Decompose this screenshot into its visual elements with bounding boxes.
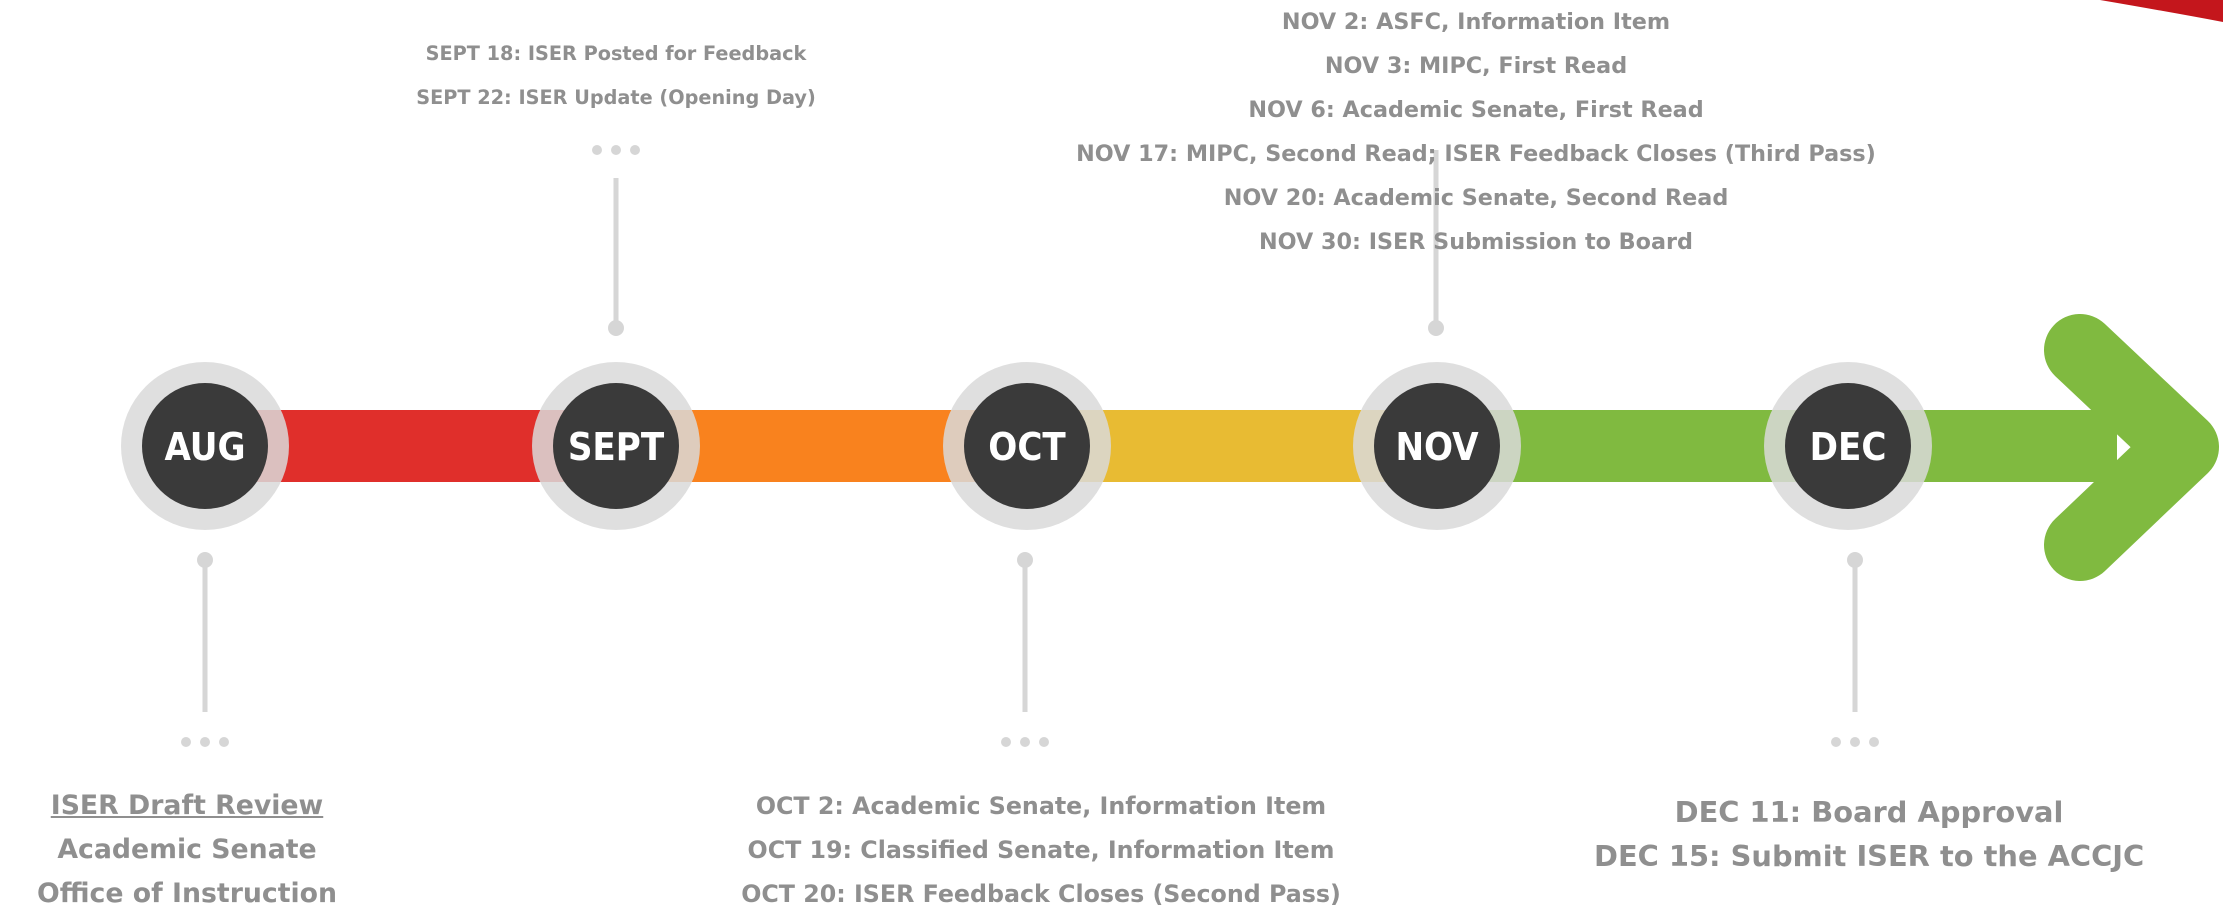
- notes-aug: ISER Draft Review Academic Senate Office…: [37, 784, 337, 916]
- month-label-oct: OCT: [988, 425, 1066, 469]
- notes-oct-line: OCT 20: ISER Feedback Closes (Second Pas…: [741, 880, 1341, 908]
- notes-dec-line: DEC 11: Board Approval: [1674, 795, 2064, 829]
- node-dec: DEC: [1764, 362, 1932, 530]
- connector-nov: [1428, 150, 1444, 336]
- connector-sept: [592, 145, 640, 336]
- connector-dec: [1831, 552, 1879, 747]
- notes-nov-line: NOV 20: Academic Senate, Second Read: [1223, 185, 1729, 211]
- notes-sept-line: SEPT 22: ISER Update (Opening Day): [416, 86, 816, 109]
- notes-aug-title: ISER Draft Review: [50, 790, 324, 821]
- notes-nov-line: NOV 17: MIPC, Second Read; ISER Feedback…: [1076, 141, 1876, 167]
- notes-nov-line: NOV 30: ISER Submission to Board: [1259, 229, 1693, 255]
- node-sept: SEPT: [532, 362, 700, 530]
- notes-sept-line: SEPT 18: ISER Posted for Feedback: [425, 42, 807, 65]
- month-label-dec: DEC: [1810, 425, 1887, 469]
- notes-dec-line: DEC 15: Submit ISER to the ACCJC: [1594, 839, 2145, 873]
- notes-aug-line: Academic Senate: [57, 834, 317, 865]
- node-nov: NOV: [1353, 362, 1521, 530]
- notes-dec: DEC 11: Board Approval DEC 15: Submit IS…: [1594, 790, 2144, 878]
- month-label-aug: AUG: [164, 425, 245, 469]
- month-label-sept: SEPT: [568, 425, 665, 469]
- notes-nov-line: NOV 3: MIPC, First Read: [1324, 53, 1628, 79]
- connector-aug: [181, 552, 229, 747]
- node-oct: OCT: [943, 362, 1111, 530]
- connector-oct: [1001, 552, 1049, 747]
- notes-sept: SEPT 18: ISER Posted for Feedback SEPT 2…: [416, 32, 816, 120]
- notes-aug-line: Office of Instruction: [37, 878, 338, 909]
- notes-nov-line: NOV 6: Academic Senate, First Read: [1248, 97, 1704, 123]
- notes-oct-line: OCT 19: Classified Senate, Information I…: [747, 836, 1335, 864]
- notes-oct: OCT 2: Academic Senate, Information Item…: [741, 784, 1341, 916]
- notes-nov-line: NOV 2: ASFC, Information Item: [1281, 9, 1671, 35]
- arrow-head: [2044, 314, 2219, 581]
- notes-oct-line: OCT 2: Academic Senate, Information Item: [755, 792, 1327, 820]
- notes-nov: NOV 2: ASFC, Information Item NOV 3: MIP…: [1076, 0, 1876, 264]
- node-aug: AUG: [121, 362, 289, 530]
- corner-accent: [2100, 0, 2223, 22]
- month-label-nov: NOV: [1395, 425, 1479, 469]
